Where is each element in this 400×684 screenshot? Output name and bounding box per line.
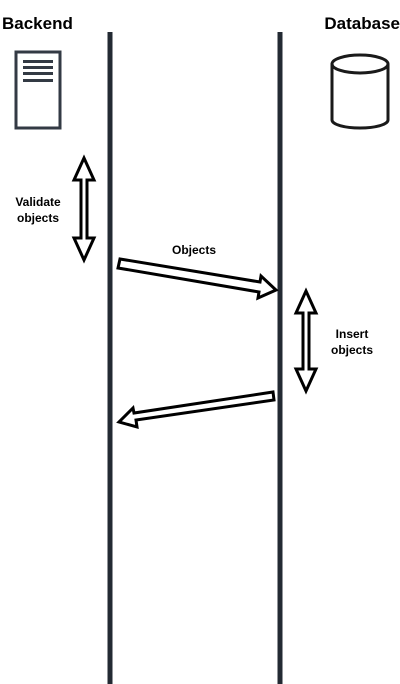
- database-cylinder-icon: [330, 53, 390, 130]
- validate-note-line-2: objects: [16, 211, 59, 225]
- validate-note-line-1: Validate: [15, 195, 61, 209]
- validate-double-arrow: [71, 154, 97, 264]
- database-title: Database: [324, 14, 400, 33]
- insert-note-line-2: objects: [330, 343, 373, 357]
- insert-objects-note: Insert objects: [322, 326, 382, 358]
- objects-message-arrow: [116, 257, 279, 301]
- server-icon: [14, 50, 62, 130]
- validate-objects-note: Validate objects: [8, 194, 68, 226]
- return-message-arrow: [116, 390, 276, 430]
- insert-double-arrow: [293, 287, 319, 395]
- insert-note-line-1: Insert: [335, 327, 369, 341]
- backend-title: Backend: [2, 14, 73, 33]
- objects-message-label: Objects: [171, 243, 216, 257]
